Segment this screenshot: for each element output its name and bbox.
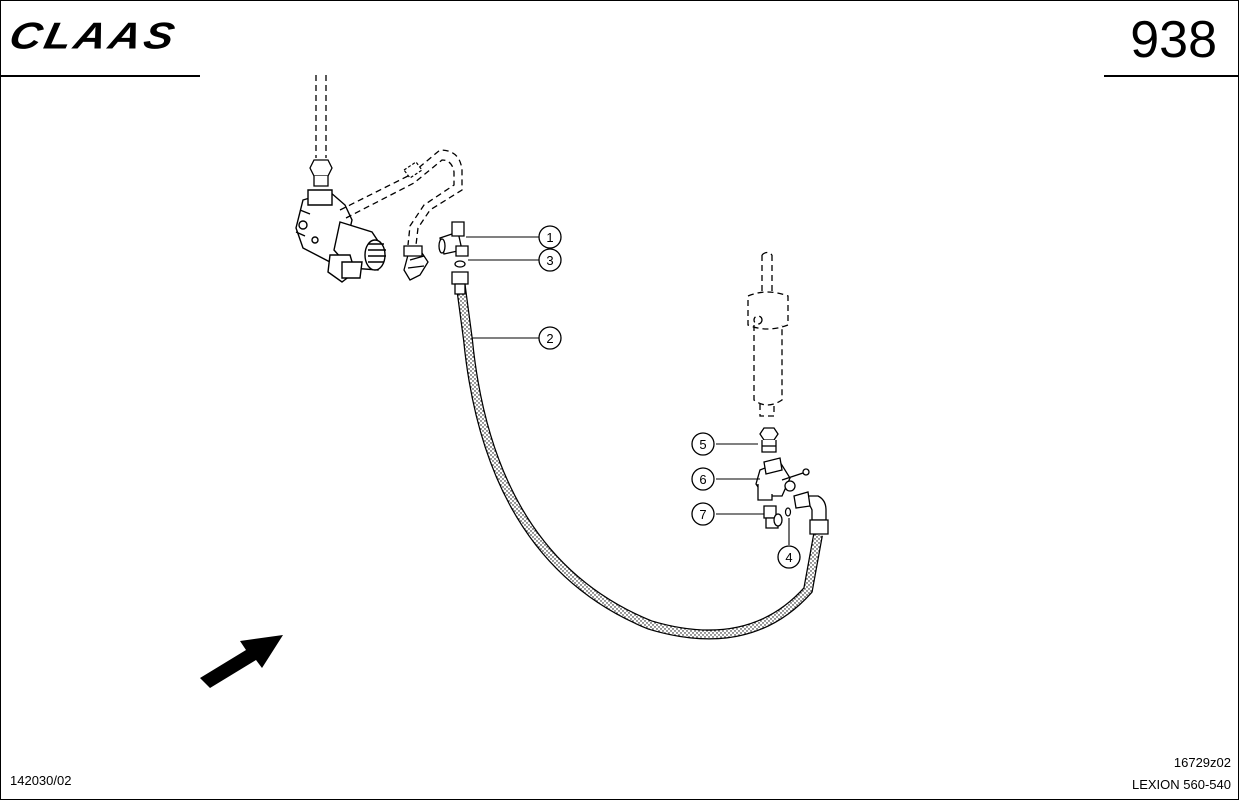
o-ring [454,260,466,268]
ball-valve [755,457,810,501]
cylinder-dashed [747,251,789,417]
model-name: LEXION 560-540 [1131,777,1231,792]
callout-3-label: 3 [546,253,553,268]
callout-3: 3 [538,248,562,272]
page-number: 938 [1130,11,1217,69]
callout-5-label: 5 [699,437,706,452]
o-ring-small [784,507,792,517]
callout-1-label: 1 [546,230,553,245]
callout-2: 2 [538,326,562,350]
elbow-union [763,505,783,529]
elbow-fitting [403,245,429,281]
header-rule-left [0,75,200,77]
callout-4-label: 4 [785,550,792,565]
doc-code: 142030/02 [10,773,72,788]
callout-5: 5 [691,432,715,456]
leader-lines [466,236,790,545]
callout-4: 4 [777,545,801,569]
callout-2-label: 2 [546,331,553,346]
supply-pipe-dashed [315,75,327,158]
header-rule-right [1104,75,1239,77]
callout-7: 7 [691,502,715,526]
return-line-fitting [403,161,423,179]
valve-assembly [295,189,386,283]
hose-end-elbow [793,491,829,535]
callout-6: 6 [691,467,715,491]
hose-end-nut [451,271,469,295]
tee-fitting [438,221,469,257]
callout-6-label: 6 [699,472,706,487]
pipe-nut [309,159,333,187]
hose [455,279,823,640]
callout-1: 1 [538,225,562,249]
callout-7-label: 7 [699,507,706,522]
nut [759,427,779,453]
arrow-up-right-icon [200,635,283,688]
drawing-code: 16729z02 [1173,755,1231,770]
return-line-dashed [339,149,463,246]
